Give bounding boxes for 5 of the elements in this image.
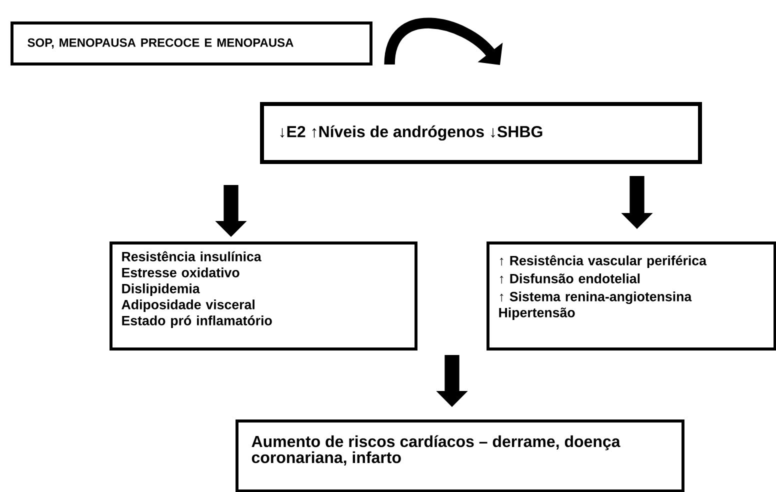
process-box: ↑ Resistência vascular periférica ↑ Disfunsão endotelial ↑ Sistema renina-angiotensina Hipertensão: [486, 242, 776, 350]
process-box: Aumento de riscos cardíacos – derrame, doença coronariana, infarto: [236, 420, 684, 492]
process-box: SOP, MENOPAUSA PRECOCE E MENOPAUSA: [10, 22, 372, 66]
process-box: ↓E2 ↑Níveis de andrógenos ↓SHBG: [260, 102, 702, 164]
process-box: Resistência insulínica Estresse oxidativo Dislipidemia Adiposidade visceral Estado pró inflamatório: [110, 242, 418, 350]
